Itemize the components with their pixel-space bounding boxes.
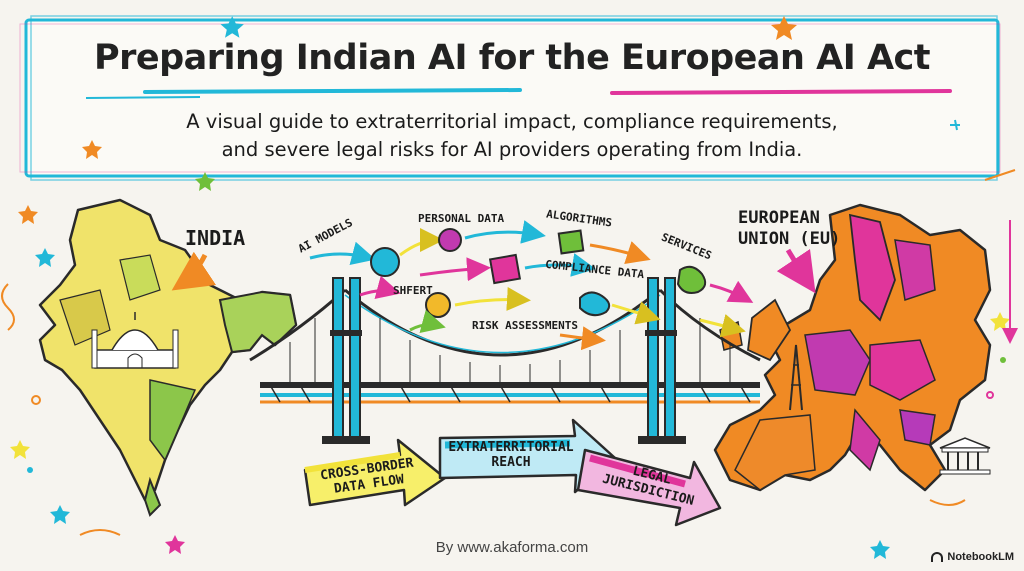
credit-text: By www.akaforma.com xyxy=(435,539,589,556)
extraterritorial-line-2: REACH xyxy=(491,455,531,470)
eu-label: EUROPEAN UNION (EU) xyxy=(738,208,840,250)
page-title: Preparing Indian AI for the European AI … xyxy=(93,38,931,78)
title-frame xyxy=(19,15,1001,181)
notebooklm-label: NotebookLM xyxy=(947,551,1014,563)
eu-label-line-2: UNION (EU) xyxy=(738,229,841,249)
notebooklm-icon xyxy=(931,552,944,562)
flow-label-risk-assessments: RISK ASSESSMENTS xyxy=(472,319,578,332)
suspension-bridge xyxy=(249,277,761,444)
subtitle: A visual guide to extraterritorial impac… xyxy=(0,108,1024,164)
eiffel-tower-sketch xyxy=(789,344,803,411)
eu-pointer-arrow xyxy=(776,248,816,294)
india-map xyxy=(38,198,298,517)
subtitle-line-2: and severe legal risks for AI providers … xyxy=(221,138,803,161)
extraterritorial-line-1: EXTRATERRITORIAL xyxy=(448,440,574,455)
eu-map xyxy=(713,203,992,492)
flow-shapes xyxy=(309,220,754,351)
flow-label-personal-data: PERSONAL DATA xyxy=(418,212,505,225)
taj-mahal-sketch xyxy=(91,312,179,369)
decor-doodles xyxy=(1,16,1018,559)
eu-label-line-1: EUROPEAN xyxy=(738,208,820,228)
india-label: INDIA xyxy=(185,226,246,250)
subtitle-line-1: A visual guide to extraterritorial impac… xyxy=(186,110,838,133)
flow-label-shfert: SHFERT xyxy=(393,284,433,297)
bottom-arrows xyxy=(303,418,722,527)
notebooklm-badge: NotebookLM xyxy=(931,551,1014,563)
arrow-label-extraterritorial: EXTRATERRITORIAL REACH xyxy=(446,440,576,470)
india-pointer-arrow xyxy=(171,251,217,291)
parthenon-sketch xyxy=(939,437,991,475)
